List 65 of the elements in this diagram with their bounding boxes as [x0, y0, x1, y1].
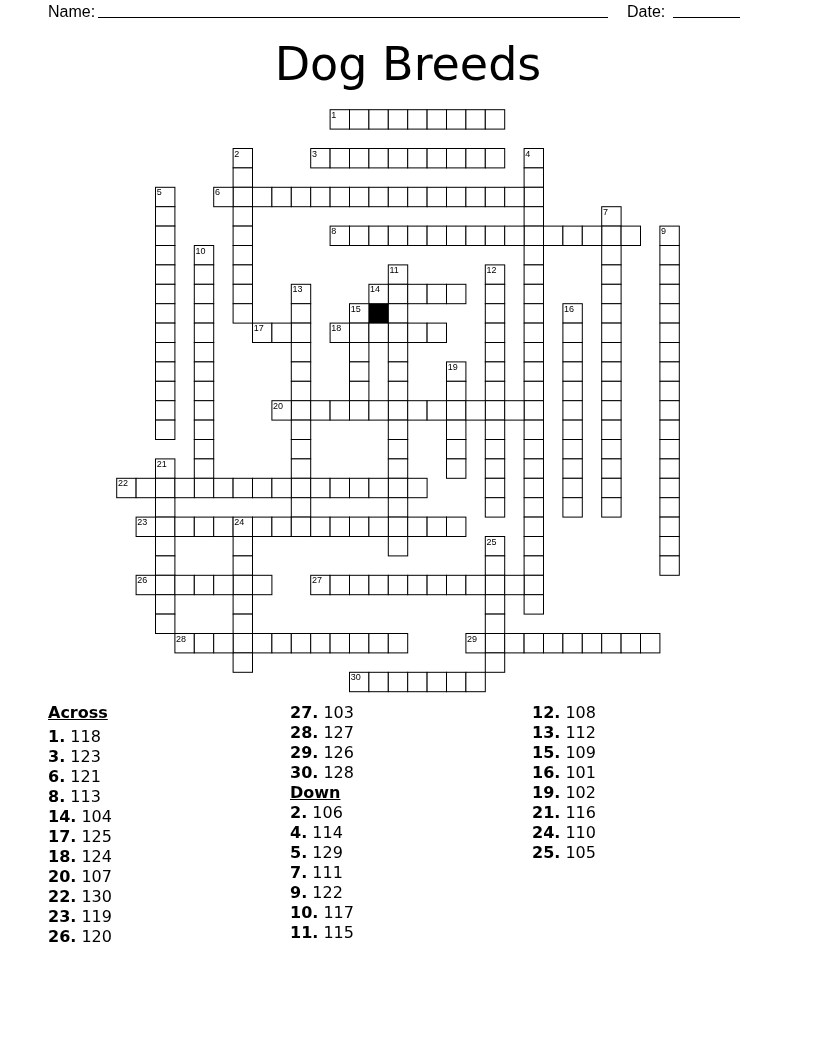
clue-number: 25	[486, 537, 497, 547]
clue-text: 9. 122	[290, 883, 343, 902]
clue-number: 27	[311, 576, 322, 586]
clue-number: 9	[661, 227, 667, 237]
clue-text: 16. 101	[532, 763, 596, 782]
clue-number: 20	[273, 401, 284, 411]
clue-number: 15	[350, 304, 361, 314]
clue-number: 6	[214, 188, 220, 198]
clue-text: 18. 124	[48, 847, 112, 866]
date-label: Date:	[627, 2, 666, 22]
clue-text: 11. 115	[290, 923, 354, 942]
clue-number: 7	[602, 207, 608, 217]
clue-number: 2	[234, 149, 240, 159]
clue-text: 4. 114	[290, 823, 343, 842]
clue-number: 10	[195, 246, 206, 256]
clue-text: 26. 120	[48, 927, 112, 946]
clue-number: 11	[389, 265, 399, 275]
clue-text: 7. 111	[290, 863, 343, 882]
clue-text: 27. 103	[290, 703, 354, 722]
clue-text: 15. 109	[532, 743, 596, 762]
clue-number: 28	[176, 634, 187, 644]
clue-number: 8	[331, 227, 337, 237]
clue-text: 2. 106	[290, 803, 343, 822]
clue-number: 14	[370, 285, 381, 295]
clue-number: 24	[234, 518, 245, 528]
clue-number: 1	[331, 110, 337, 120]
clue-text: 12. 108	[532, 703, 596, 722]
clue-number: 23	[137, 518, 148, 528]
title: Dog Breeds	[273, 36, 543, 92]
clue-text: 13. 112	[532, 723, 596, 742]
clue-number: 21	[156, 459, 167, 469]
clue-text: 5. 129	[290, 843, 343, 862]
clue-text: 19. 102	[532, 783, 596, 802]
section-heading: Down	[290, 783, 341, 802]
clue-number: 22	[117, 479, 128, 489]
clue-number: 18	[331, 324, 342, 334]
clue-text: 3. 123	[48, 747, 101, 766]
clue-number: 12	[486, 265, 497, 275]
clue-text: 1. 118	[48, 727, 101, 746]
clue-text: 29. 126	[290, 743, 354, 762]
clue-text: 20. 107	[48, 867, 112, 886]
clue-text: 10. 117	[290, 903, 354, 922]
clue-number: 17	[253, 324, 264, 334]
clue-number: 19	[447, 362, 458, 372]
name-label: Name:	[48, 2, 96, 22]
clue-text: 22. 130	[48, 887, 112, 906]
clue-text: 6. 121	[48, 767, 101, 786]
clue-number: 26	[137, 576, 148, 586]
clue-text: 8. 113	[48, 787, 101, 806]
clue-text: 28. 127	[290, 723, 354, 742]
clue-text: 30. 128	[290, 763, 354, 782]
clue-text: 23. 119	[48, 907, 112, 926]
section-heading: Across	[48, 703, 108, 722]
clue-text: 24. 110	[532, 823, 596, 842]
clue-number: 13	[292, 285, 303, 295]
clue-number: 16	[564, 304, 575, 314]
clue-number: 30	[350, 673, 361, 683]
clue-text: 17. 125	[48, 827, 112, 846]
clue-text: 25. 105	[532, 843, 596, 862]
clue-number: 29	[467, 634, 478, 644]
clue-number: 5	[156, 188, 162, 198]
clue-number: 4	[525, 149, 531, 159]
clue-number: 3	[311, 149, 317, 159]
clue-text: 21. 116	[532, 803, 596, 822]
clue-text: 14. 104	[48, 807, 112, 826]
